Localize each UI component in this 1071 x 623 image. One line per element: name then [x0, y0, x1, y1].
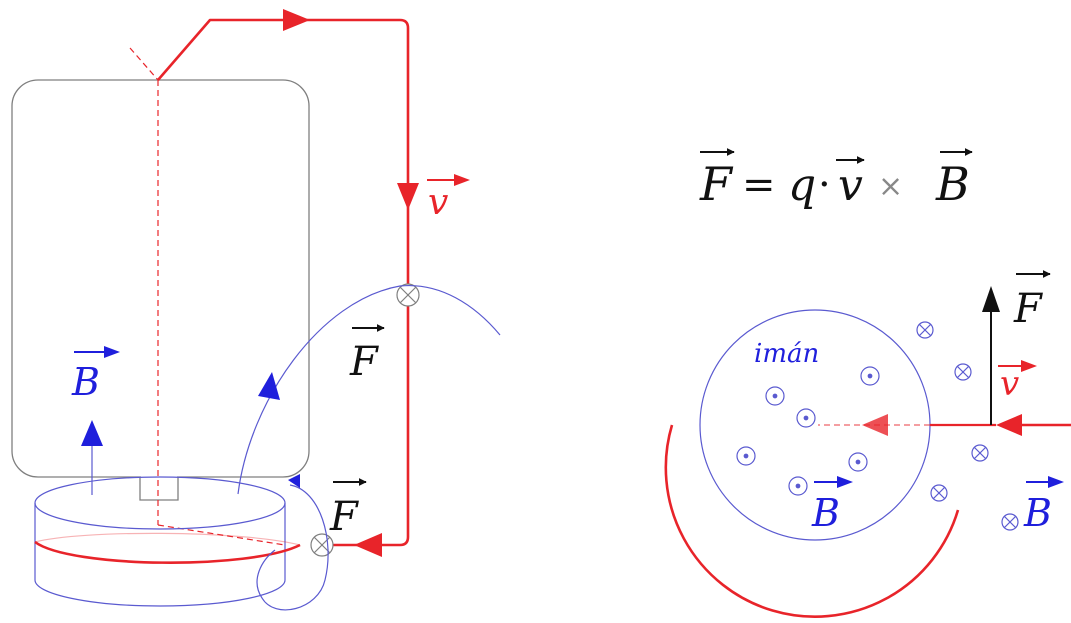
formula-equals: =: [742, 162, 776, 208]
battery-housing: [11, 79, 310, 501]
dot-markers: [736, 366, 880, 496]
disk-ring: [34, 540, 301, 564]
cross-marker: [930, 484, 948, 502]
field-lines-left: [91, 284, 501, 611]
cross-marker: [954, 363, 972, 381]
formula-F: F: [699, 157, 734, 211]
label-iman: imán: [754, 339, 819, 369]
dot-marker: [765, 386, 785, 406]
field-arrow-curve: [258, 372, 280, 400]
red-arc: [664, 424, 960, 618]
formula-dot: ·: [818, 162, 831, 208]
field-arrow-up: [81, 420, 103, 446]
formula-v: v: [838, 160, 863, 211]
label-B-left: B: [71, 360, 100, 404]
cross-marker: [1001, 513, 1019, 531]
force-arrow-right: [982, 286, 1000, 312]
formula-times: ×: [878, 169, 903, 204]
vec-head-B-left: [104, 346, 120, 358]
dot-marker: [860, 366, 880, 386]
current-arrow-right-view: [996, 414, 1022, 436]
vec-head-v-left: [454, 174, 470, 186]
current-arrow-right: [397, 183, 419, 210]
current-arrow-inside: [862, 414, 888, 436]
label-v-left: v: [428, 182, 448, 223]
label-v-right: v: [1000, 364, 1019, 404]
label-F-right: F: [1013, 286, 1043, 332]
vec-head-B-inside: [837, 476, 853, 488]
axis-dashed-line: [129, 47, 286, 546]
vec-head-B-outside: [1048, 476, 1064, 488]
label-F-lower: F: [329, 494, 359, 540]
dot-marker: [796, 408, 816, 428]
formula-B: B: [935, 157, 970, 211]
label-F-upper: F: [349, 339, 379, 385]
magnet-disk: [34, 476, 286, 607]
vec-head-v-right: [1021, 360, 1037, 372]
current-arrow-top: [283, 9, 310, 31]
dot-marker: [736, 446, 756, 466]
dot-marker: [788, 476, 808, 496]
formula-q: q: [788, 160, 816, 211]
cross-marker: [916, 321, 934, 339]
cross-marker: [971, 444, 989, 462]
cross-marker-upper: [396, 283, 420, 307]
label-B-outside: B: [1023, 491, 1052, 535]
cross-markers: [916, 321, 1019, 531]
current-wire: [157, 18, 410, 547]
lorentz-formula: F = q · v × B: [699, 148, 973, 211]
dot-marker: [848, 452, 868, 472]
current-arrow-bottom: [354, 533, 382, 557]
field-arrow-small: [288, 474, 300, 488]
disk-ring-back: [34, 532, 301, 546]
label-B-inside: B: [811, 491, 840, 535]
